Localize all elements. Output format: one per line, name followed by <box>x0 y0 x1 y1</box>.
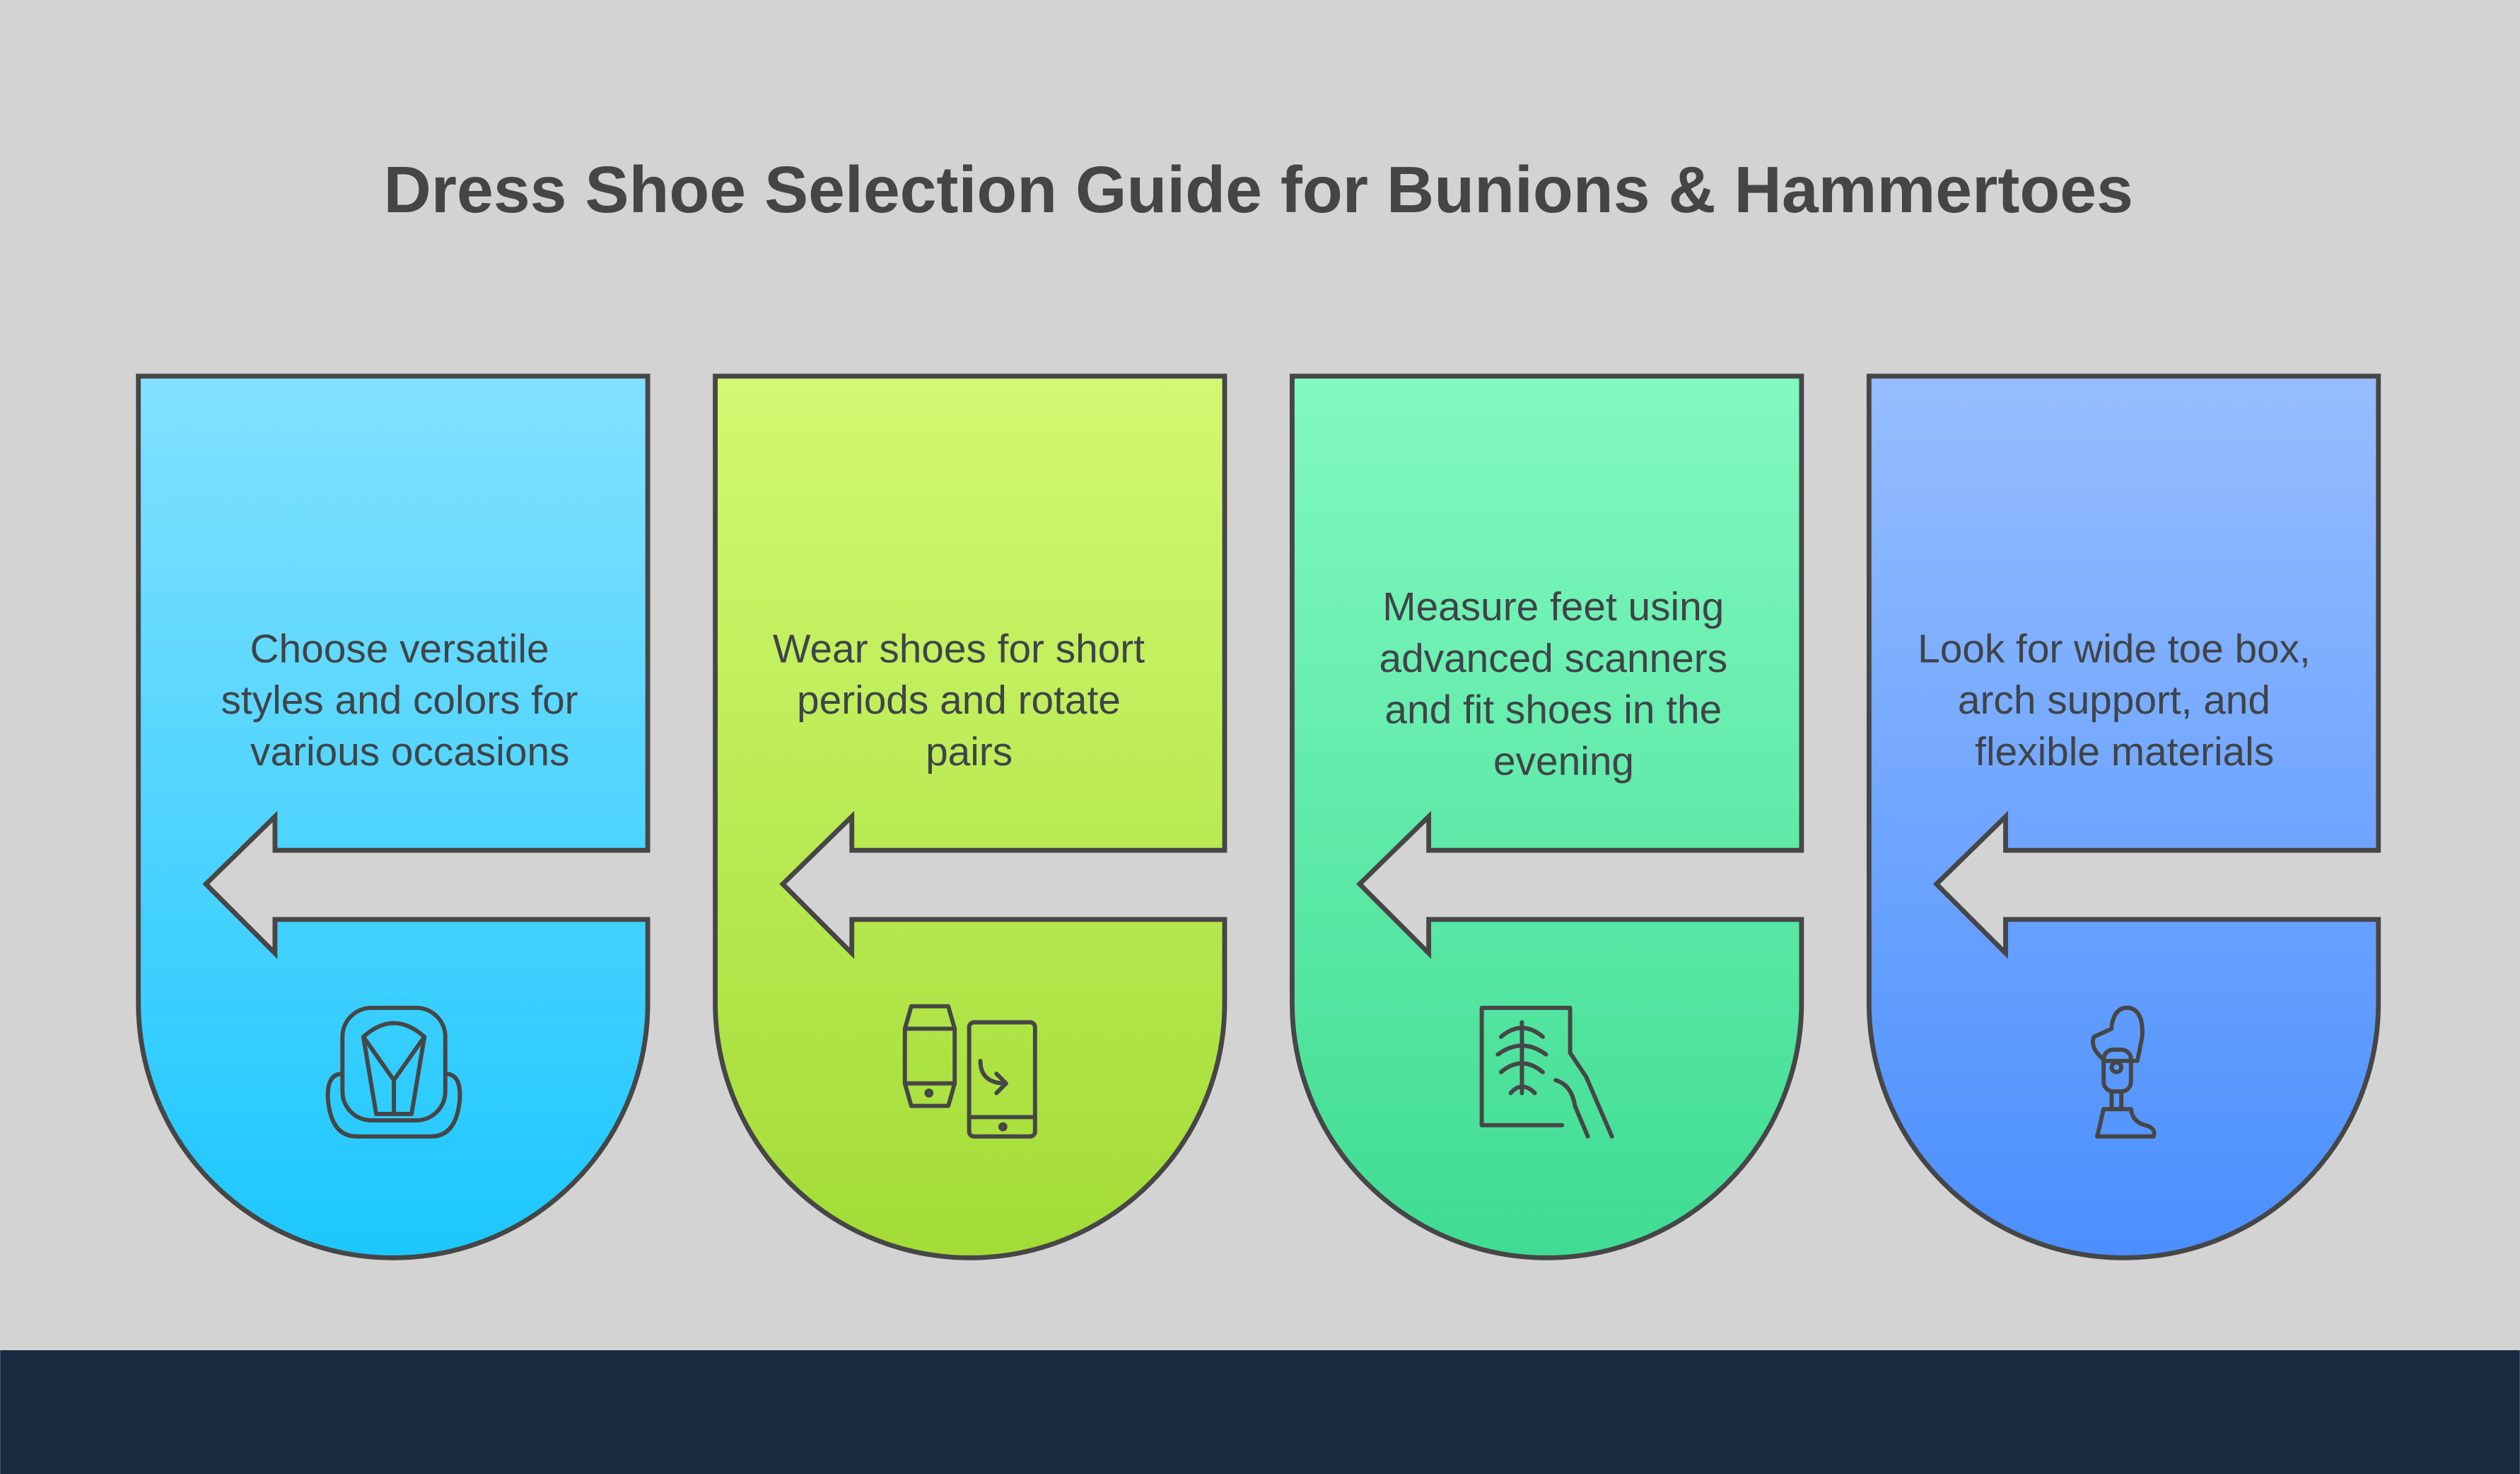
card-shape <box>713 373 1227 1260</box>
car-seat-icon <box>325 1005 462 1139</box>
card-text: Look for wide toe box, arch support, and… <box>1918 627 2321 774</box>
page-title: Dress Shoe Selection Guide for Bunions &… <box>384 153 2133 226</box>
step-card-3: Measure feet using advanced scanners and… <box>1290 373 1804 1260</box>
card-shape <box>1866 373 2381 1260</box>
smartwatch-phone-sync-icon <box>902 1004 1037 1139</box>
card-text: Wear shoes for short periods and rotate … <box>773 627 1156 774</box>
step-card-1: Choose versatile styles and colors for v… <box>136 373 651 1260</box>
card-shape <box>1290 373 1804 1260</box>
xray-scan-icon <box>1479 1005 1614 1139</box>
card-text: Choose versatile styles and colors for v… <box>221 627 590 774</box>
footer-band <box>0 1350 2520 1474</box>
step-card-2: Wear shoes for short periods and rotate … <box>713 373 1227 1260</box>
card-shape <box>136 373 651 1260</box>
step-card-4: Look for wide toe box, arch support, and… <box>1866 373 2381 1260</box>
prosthetic-leg-icon <box>2090 1005 2157 1139</box>
card-text: Measure feet using advanced scanners and… <box>1379 585 1739 784</box>
